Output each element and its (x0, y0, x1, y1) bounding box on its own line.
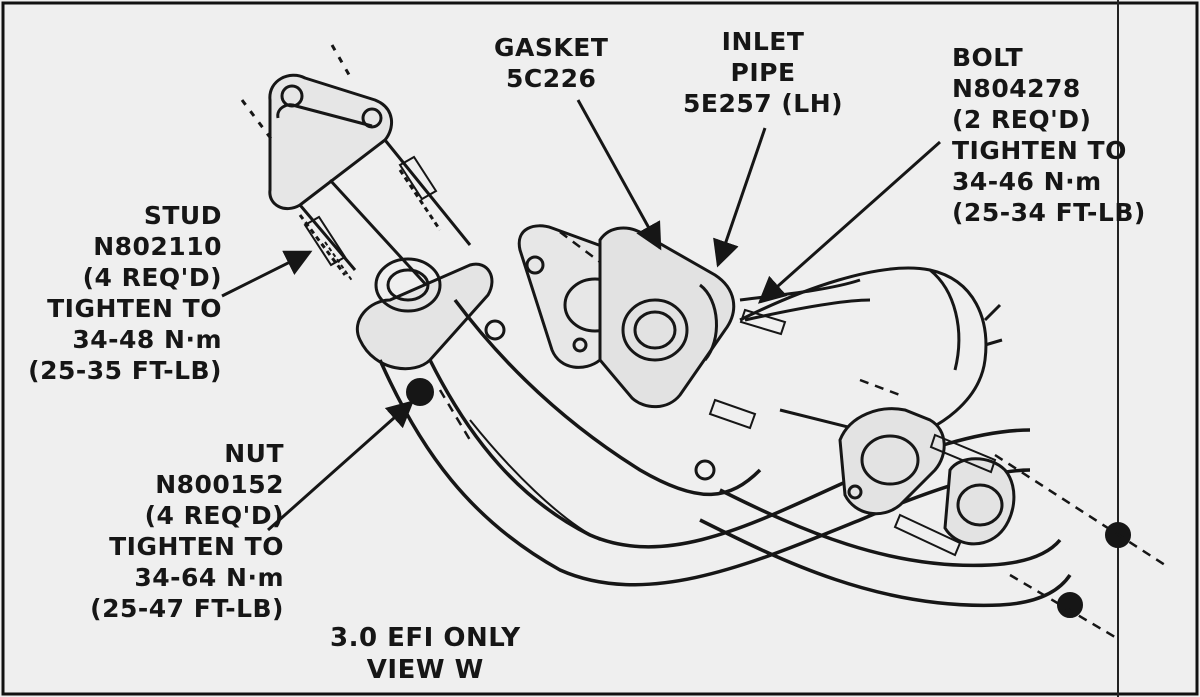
inlet-pipe-callout: INLET PIPE 5E257 (LH) (683, 26, 843, 119)
stud-quantity: (4 REQ'D) (82, 263, 222, 292)
nut-torque-nm: 34-64 N·m (134, 563, 284, 592)
stud-torque-ftlb: (25-35 FT-LB) (28, 356, 222, 385)
manifold-studs (240, 44, 442, 276)
bolt-tighten-label: TIGHTEN TO (952, 136, 1127, 165)
nut-callout: NUT N800152 (4 REQ'D) TIGHTEN TO 34-64 N… (50, 438, 284, 624)
inlet-pipe-label-2: PIPE (730, 58, 796, 87)
center-lines (438, 231, 1166, 642)
nut-label: NUT (224, 439, 284, 468)
gasket-part-number: 5C226 (505, 64, 597, 93)
inlet-pipe-leader (713, 127, 767, 268)
leader-arrows (221, 99, 941, 532)
bolt-callout: BOLT N804278 (2 REQ'D) TIGHTEN TO 34-46 … (952, 42, 1146, 228)
inlet-pipe-flange (598, 226, 736, 409)
stud-tighten-label: TIGHTEN TO (47, 294, 222, 323)
bolt-part-number: N804278 (952, 74, 1081, 103)
bolt-quantity: (2 REQ'D) (952, 105, 1092, 134)
bolt-label: BOLT (952, 43, 1024, 72)
nut-part-number: N800152 (155, 470, 284, 499)
inlet-pipe-part-number: 5E257 (LH) (683, 89, 844, 118)
stud-torque-nm: 34-48 N·m (72, 325, 222, 354)
gasket-label: GASKET (494, 33, 609, 62)
stud-leader (221, 250, 313, 298)
nut-torque-ftlb: (25-47 FT-LB) (90, 594, 284, 623)
bolt-torque-ftlb: (25-34 FT-LB) (952, 198, 1146, 227)
stud-part-number: N802110 (93, 232, 222, 261)
nut-quantity: (4 REQ'D) (144, 501, 284, 530)
stud-label: STUD (143, 201, 222, 230)
view-caption: 3.0 EFI ONLY VIEW W (330, 622, 521, 686)
gasket-leader (576, 99, 662, 251)
bolt-torque-nm: 34-46 N·m (952, 167, 1102, 196)
manifold-flange-lh (268, 73, 472, 302)
manifold-outlet-flange (355, 257, 494, 371)
nut-tighten-label: TIGHTEN TO (109, 532, 284, 561)
catalytic-converter (739, 266, 1003, 442)
inlet-pipe-5e257 (378, 298, 1072, 608)
view-caption-line-2: VIEW W (366, 655, 484, 685)
view-caption-line-1: 3.0 EFI ONLY (330, 623, 521, 653)
stud-callout: STUD N802110 (4 REQ'D) TIGHTEN TO 34-48 … (0, 200, 222, 386)
hardware-bolts (303, 155, 1131, 618)
nut-leader (267, 400, 415, 532)
gasket-callout: GASKET 5C226 (494, 32, 608, 94)
bolt-leader (757, 140, 941, 304)
inlet-pipe-label-1: INLET (721, 27, 805, 56)
rh-outlet-flanges (838, 407, 1016, 546)
